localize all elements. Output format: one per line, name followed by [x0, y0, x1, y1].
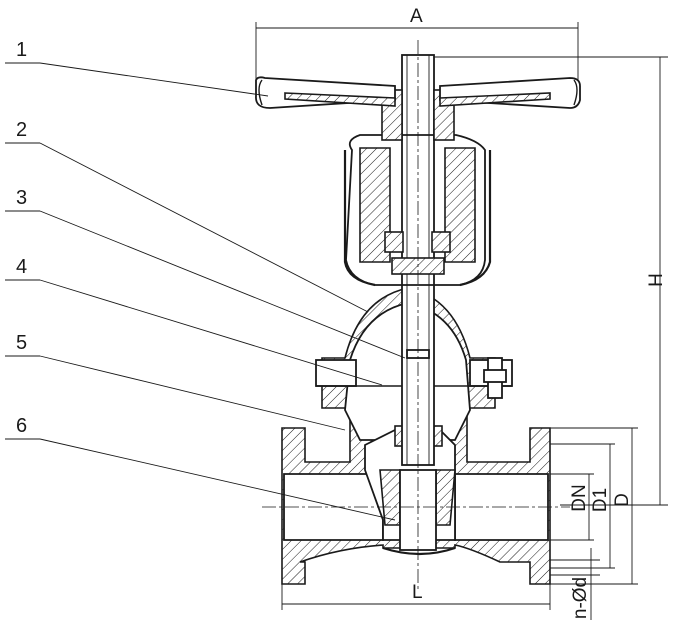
callout-6: 6 [16, 415, 27, 437]
callout-1: 1 [16, 39, 27, 61]
dimension-lines [255, 22, 668, 620]
callout-2: 2 [16, 119, 27, 141]
dimension-a-label: A [410, 6, 423, 27]
dimension-dn-label: DN [569, 484, 590, 511]
dimension-h-label: H [646, 273, 667, 287]
bonnet-flange [315, 357, 513, 399]
dimension-d1-label: D1 [590, 488, 611, 512]
center-lines [262, 40, 570, 590]
callout-3: 3 [16, 187, 27, 209]
dimension-d-label: D [612, 493, 633, 507]
dimension-holes-label: n-Ød [570, 577, 591, 619]
callout-5: 5 [16, 332, 27, 354]
dimension-l-label: L [412, 582, 423, 603]
callout-4: 4 [16, 256, 27, 278]
handwheel [255, 76, 581, 109]
leader-lines [5, 62, 406, 521]
